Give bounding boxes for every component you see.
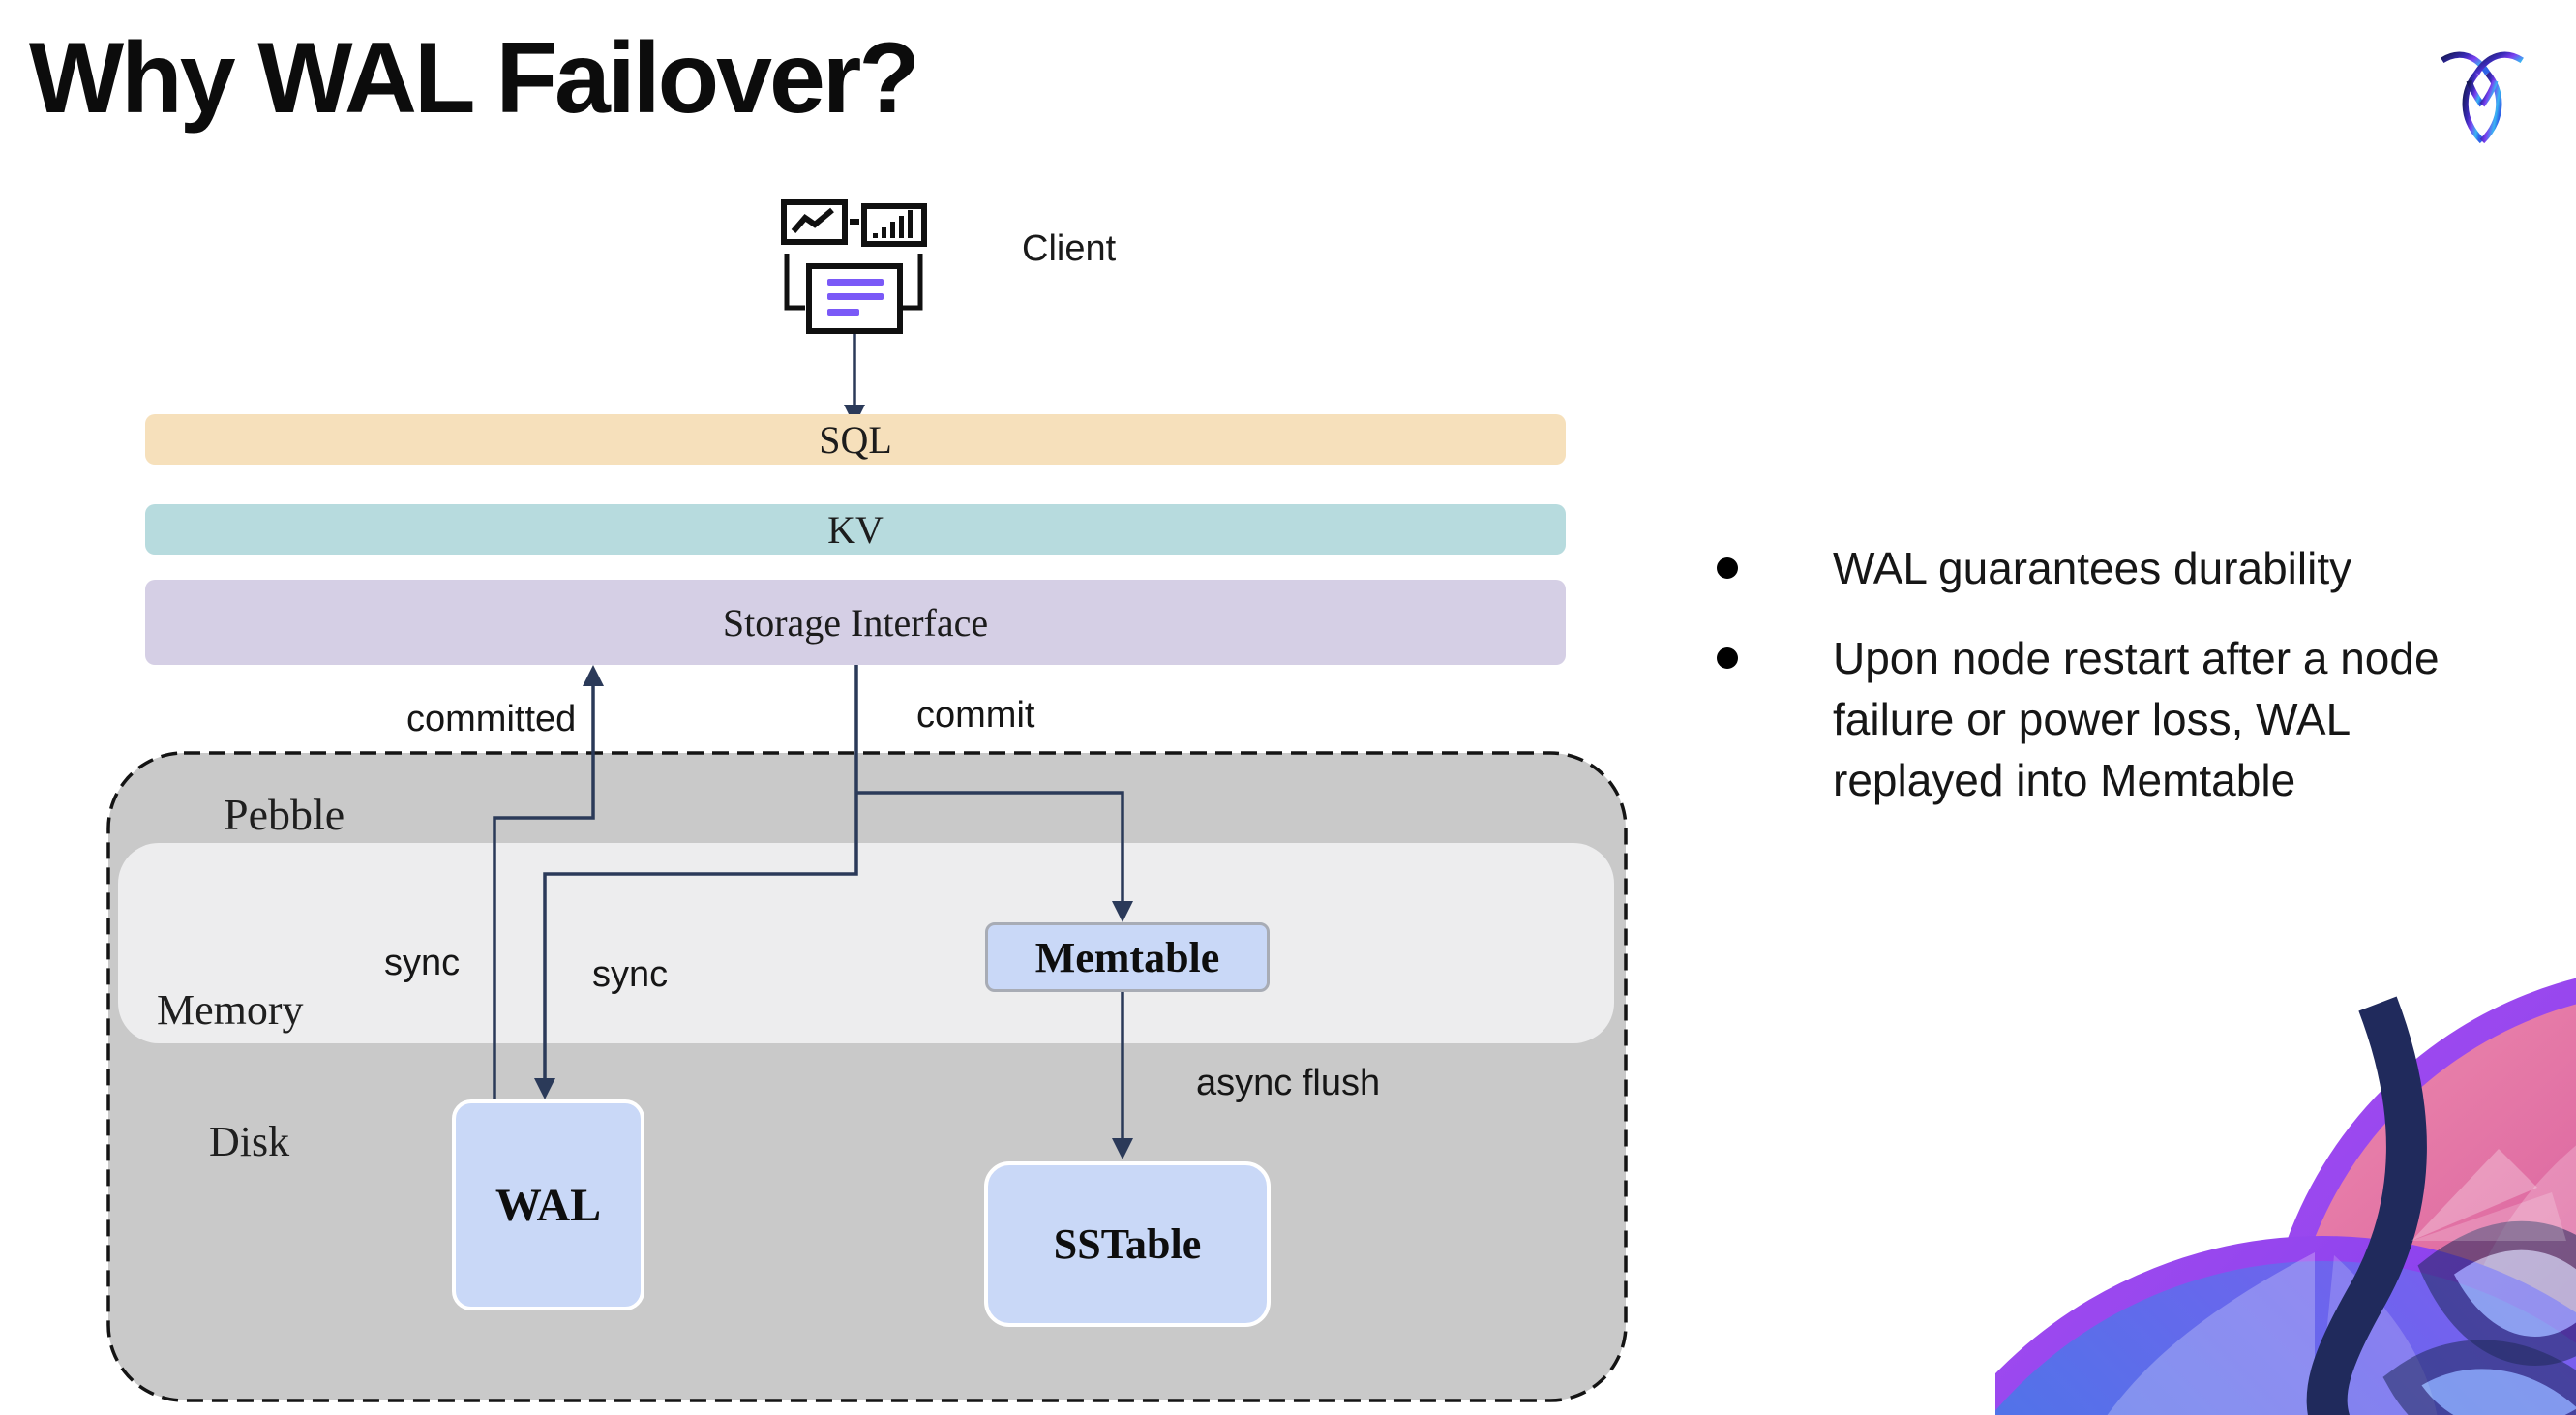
wal-node-label: WAL (494, 1179, 602, 1231)
edge-label-commit: commit (916, 695, 1035, 736)
doc-line-1 (827, 279, 884, 286)
inner-branch-left (2466, 79, 2485, 107)
arrowhead-async-flush (1112, 1138, 1133, 1159)
cockroachdb-logo-icon (2441, 51, 2524, 144)
kv-layer-label: KV (827, 507, 884, 552)
memtable-node-label: Memtable (1034, 933, 1220, 981)
body-left-edge (2462, 71, 2485, 144)
arrowhead-commit-wal (534, 1078, 555, 1099)
body-right-edge (2479, 71, 2502, 144)
sql-layer-bar: SQL (145, 414, 1566, 465)
bar-chart-dot (873, 233, 878, 238)
bullet-dot-icon (1717, 647, 1738, 669)
edge-commit-memtable (856, 791, 1124, 903)
edge-label-sync-left: sync (384, 943, 461, 983)
bullet-dot-icon (1717, 557, 1738, 579)
kv-layer-bar: KV (145, 504, 1566, 555)
bar-1 (882, 227, 886, 238)
bullet-list: WAL guarantees durability Upon node rest… (1705, 538, 2576, 811)
list-item: WAL guarantees durability (1705, 538, 2576, 599)
storage-interface-label: Storage Interface (722, 600, 989, 645)
left-bracket-glyph (784, 254, 805, 311)
bullet-text: Upon node restart after a node failure o… (1833, 633, 2440, 805)
page-title: Why WAL Failover? (29, 22, 920, 135)
bar-2 (890, 222, 895, 238)
blue-highlight-left (2107, 1252, 2315, 1415)
wal-node: WAL (452, 1099, 644, 1310)
pebble-container-label: Pebble (224, 790, 345, 839)
bar-4 (908, 210, 913, 238)
list-item: Upon node restart after a node failure o… (1705, 628, 2576, 811)
roach-leaf-upper (2417, 1220, 2576, 1366)
fan-wedge-1 (2411, 1149, 2537, 1241)
right-bracket-glyph (902, 254, 923, 311)
right-antenna (2473, 51, 2524, 75)
line-chart-glyph (791, 207, 834, 233)
doc-line-3 (827, 309, 859, 316)
roach-body-stroke (2306, 996, 2427, 1415)
memory-region-label: Memory (157, 986, 304, 1034)
sstable-node: SSTable (984, 1161, 1271, 1327)
blue-sphere-arc (1995, 1236, 2576, 1411)
left-antenna (2441, 51, 2491, 75)
brand-art (1995, 978, 2576, 1415)
arrowhead-committed (583, 665, 604, 686)
disk-region-label: Disk (209, 1118, 290, 1165)
edge-label-committed: committed (406, 699, 577, 739)
client-terminal-icon (781, 199, 927, 334)
storage-interface-layer-bar: Storage Interface (145, 580, 1566, 665)
inner-branch-right (2479, 79, 2499, 107)
sql-layer-label: SQL (819, 417, 892, 462)
edge-label-sync-right: sync (592, 954, 669, 995)
connector-dash (850, 219, 859, 225)
edge-commit-wal (543, 665, 858, 1082)
fan-wedge-2 (2411, 1192, 2566, 1241)
client-label: Client (1022, 228, 1117, 269)
sstable-node-label: SSTable (1053, 1220, 1202, 1268)
memtable-node: Memtable (985, 922, 1270, 992)
arrowhead-commit-memtable (1112, 901, 1133, 922)
roach-leaf-lower (2382, 1340, 2576, 1415)
edge-label-async-flush: async flush (1196, 1063, 1381, 1103)
edge-committed (493, 682, 595, 1099)
doc-line-2 (827, 293, 884, 300)
bullet-text: WAL guarantees durability (1833, 543, 2352, 593)
bar-3 (899, 216, 904, 238)
memory-region (118, 843, 1614, 1043)
